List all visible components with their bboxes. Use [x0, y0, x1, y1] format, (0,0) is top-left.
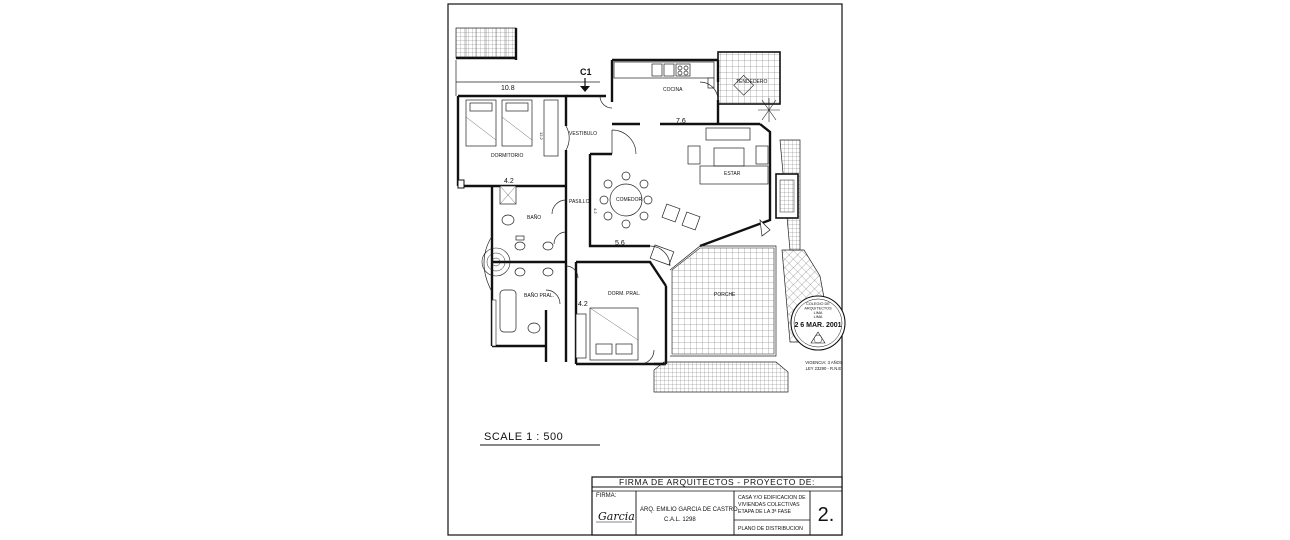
stamp-note-1: VIGENCIA: 3 AÑOS	[805, 360, 843, 365]
firma-label: FIRMA:	[596, 493, 617, 499]
dimension-vertical-2: 4.2	[593, 208, 598, 214]
label-vestibulo: VESTIBULO	[569, 131, 597, 137]
floor-plan: DORMITORIO VESTIBULO COCINA TENDEDERO ES…	[455, 27, 831, 393]
architect-signature: Garcia	[598, 510, 635, 523]
bedroom-beds	[457, 99, 559, 189]
project-line-3: ETAPA DE LA 3ª FASE	[738, 509, 792, 515]
dimension-4-2-bottom: 4.2	[578, 301, 588, 308]
label-bano: BAÑO	[527, 214, 541, 221]
dimension-10-8: 10.8	[501, 85, 515, 92]
kitchen-counter	[613, 61, 715, 89]
label-estar: ESTAR	[724, 171, 741, 177]
drawing-name: PLANO DE DISTRIBUCION	[738, 526, 803, 532]
label-dormitorio: DORMITORIO	[491, 153, 524, 159]
section-marker: C1	[580, 67, 592, 77]
label-dorm-pral: DORM. PRAL.	[608, 291, 641, 297]
door-swings	[545, 81, 719, 365]
dimension-vertical-1: 12.2	[539, 132, 544, 141]
architect-cal: C.A.L. 1298	[664, 517, 696, 523]
scale-label: SCALE 1 : 500	[484, 431, 563, 443]
stamp-line-1: COLEGIO DE	[806, 302, 830, 306]
stamp-line-3: LIMA	[814, 311, 823, 315]
bathroom-fixtures	[499, 185, 554, 334]
label-porche: PORCHE	[714, 292, 736, 298]
section-arrow	[580, 78, 590, 92]
project-line-1: CASA Y/O EDIFICACION DE	[738, 495, 806, 501]
stamp-note-2: LEY 23290 - R.N.E.	[806, 366, 843, 371]
dining-set	[599, 171, 771, 266]
walls	[456, 51, 781, 366]
sheet-number: 2.	[818, 504, 835, 526]
label-pasillo: PASILLO	[569, 199, 590, 205]
label-bano-pral: BAÑO PRAL.	[524, 292, 554, 299]
stamp-line-2: ARQUITECTOS	[804, 307, 832, 311]
project-line-2: VIVIENDAS COLECTIVAS	[738, 502, 800, 508]
sheet-border	[447, 3, 843, 536]
approval-stamp: COLEGIO DE ARQUITECTOS LIMA LIMA 2 6 MAR…	[790, 295, 846, 371]
label-comedor: COMEDOR	[616, 197, 643, 203]
dimension-4-2-top: 4.2	[504, 178, 514, 185]
dimension-7-6: 7.6	[676, 118, 686, 125]
stair	[455, 27, 518, 60]
stamp-line-4: LIMA	[814, 315, 823, 319]
title-block-header: FIRMA DE ARQUITECTOS - PROYECTO DE:	[619, 477, 815, 487]
stamp-date: 2 6 MAR. 2001	[794, 322, 841, 329]
title-block: FIRMA DE ARQUITECTOS - PROYECTO DE: FIRM…	[591, 476, 843, 536]
dimension-5-6: 5.6	[615, 240, 625, 247]
living-furniture	[687, 74, 780, 185]
master-bed	[575, 307, 639, 361]
architect-name: ARQ. EMILIO GARCIA DE CASTRO	[640, 507, 738, 513]
label-cocina: COCINA	[663, 87, 683, 93]
label-tendedero: TENDEDERO	[736, 79, 768, 85]
porche-floor	[671, 247, 775, 355]
round-planter	[481, 247, 511, 277]
